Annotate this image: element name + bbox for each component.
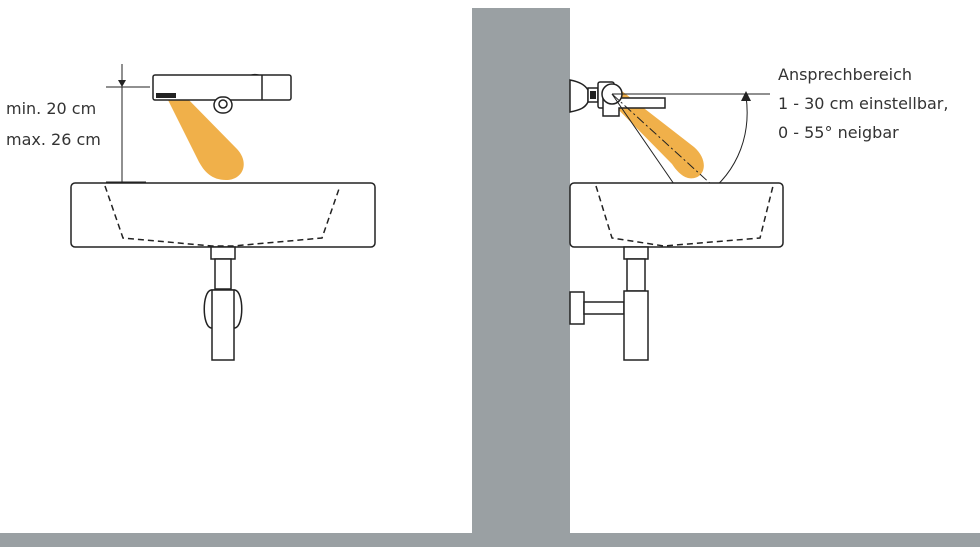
range-angle-label: 0 - 55° neigbar — [778, 123, 899, 142]
dimension-arrow-top — [118, 80, 126, 87]
min-height-label: min. 20 cm — [6, 99, 96, 118]
siphon-left — [203, 246, 243, 361]
sensor-beam-left — [166, 94, 244, 180]
beam-centerline — [611, 93, 725, 197]
range-distance-label: 1 - 30 cm einstellbar, — [778, 94, 948, 113]
front-view: min. 20 cm max. 26 cm — [6, 64, 376, 361]
floor — [0, 533, 980, 547]
sensor-window-left — [156, 93, 176, 98]
siphon-right — [569, 246, 649, 361]
max-height-label: max. 26 cm — [6, 130, 101, 149]
sensor-window-right — [590, 91, 596, 99]
angle-arrow-top — [741, 91, 751, 101]
wall-mount — [569, 79, 589, 113]
faucet-front — [152, 74, 292, 114]
washbasin-left — [70, 182, 376, 248]
range-title-label: Ansprechbereich — [778, 65, 912, 84]
washbasin-right — [569, 182, 784, 248]
wall — [472, 8, 570, 547]
side-view: Ansprechbereich 1 - 30 cm einstellbar, 0… — [569, 65, 948, 361]
height-dimension — [106, 64, 150, 183]
